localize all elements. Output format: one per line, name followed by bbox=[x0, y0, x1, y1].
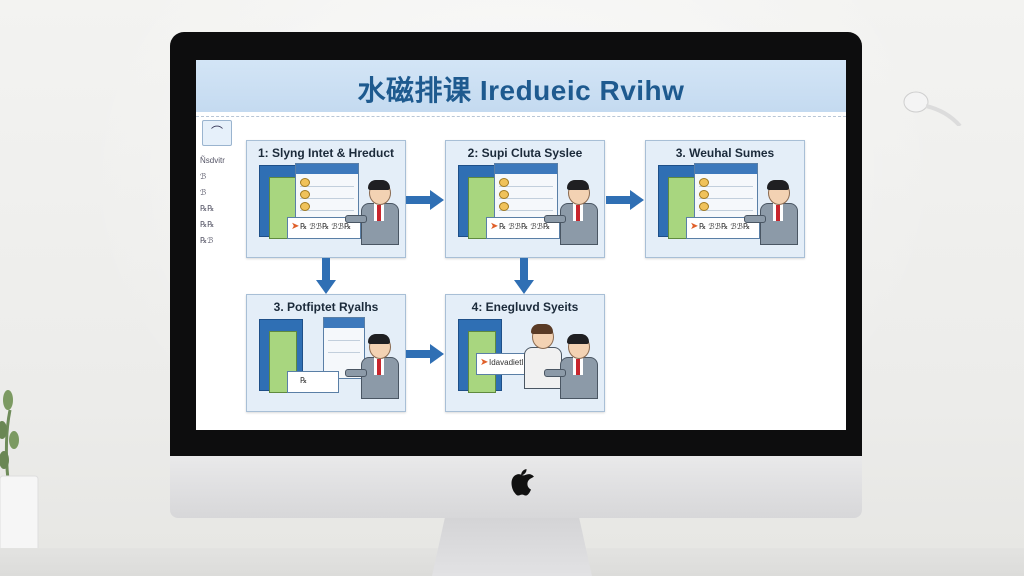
list-item bbox=[300, 202, 354, 211]
page-title: 水磁排课 Iredueic Rvihw bbox=[357, 75, 685, 106]
cursor-icon: ➤ bbox=[490, 221, 499, 232]
presenter-avatar bbox=[345, 334, 399, 409]
profile-card-icon: ⌒ bbox=[210, 125, 223, 139]
coin-icon bbox=[300, 190, 310, 199]
window-main bbox=[323, 317, 365, 379]
coin-icon bbox=[499, 202, 509, 211]
plant-pot bbox=[0, 390, 39, 576]
presenter-avatar bbox=[544, 334, 598, 409]
apple-logo-icon bbox=[511, 469, 534, 496]
list-item bbox=[499, 190, 553, 199]
arrow-right-icon bbox=[606, 190, 644, 210]
coin-icon bbox=[699, 190, 709, 199]
list-item bbox=[699, 190, 753, 199]
action-bar[interactable]: ➤ ℞ ℬℬ℞ ℬℬ℞ bbox=[486, 217, 560, 239]
app-screen: 水磁排课 Iredueic Rvihw ⌒ Ñsdvitr ℬ ℬ ℞℞ ℞℞ … bbox=[196, 60, 846, 430]
title-banner: 水磁排课 Iredueic Rvihw bbox=[196, 60, 846, 112]
action-bar[interactable]: ➤ ℞ ℬℬ℞ ℬℬ℞ bbox=[686, 217, 760, 239]
action-bar[interactable]: ➤ ℞ ℬℬ℞ ℬℬ℞ bbox=[287, 217, 361, 239]
window-main bbox=[694, 163, 758, 225]
action-label: ℞ ℬℬ℞ ℬℬ℞ bbox=[300, 222, 352, 231]
sidebar: ⌒ Ñsdvitr ℬ ℬ ℞℞ ℞℞ ℞ℬ bbox=[200, 120, 232, 245]
window-header bbox=[324, 318, 364, 328]
list-item bbox=[699, 178, 753, 187]
action-label: Idavadietl bbox=[489, 358, 524, 367]
divider bbox=[196, 116, 846, 119]
sidebar-item-profile[interactable]: ⌒ bbox=[202, 120, 232, 146]
assistant-avatar bbox=[522, 324, 562, 399]
sidebar-item[interactable]: ℞℞ bbox=[200, 220, 215, 229]
coin-icon bbox=[300, 202, 310, 211]
list-item bbox=[499, 178, 553, 187]
action-label: ℞ bbox=[300, 376, 308, 385]
sidebar-item[interactable]: ℞ℬ bbox=[200, 236, 214, 245]
panel-title: 3. Potfiptet Ryalhs bbox=[273, 300, 379, 314]
action-bar[interactable]: ℞ bbox=[287, 371, 339, 393]
list-item bbox=[328, 344, 360, 353]
list-item bbox=[328, 332, 360, 341]
cursor-icon: ➤ bbox=[291, 221, 300, 232]
window-main bbox=[295, 163, 359, 225]
window-header bbox=[695, 164, 757, 174]
window-header bbox=[495, 164, 557, 174]
sidebar-item[interactable]: ℬ bbox=[200, 172, 207, 181]
presenter-avatar bbox=[544, 180, 598, 255]
panel-title: 4: Enegluvd Syeits bbox=[471, 300, 579, 314]
cursor-icon: ➤ bbox=[690, 221, 699, 232]
step-panel-3[interactable]: 3. Weuhal Sumes ➤ ℞ ℬℬ℞ ℬℬ℞ bbox=[645, 140, 805, 258]
list-item bbox=[499, 202, 553, 211]
coin-icon bbox=[699, 178, 709, 187]
cursor-icon: ➤ bbox=[480, 357, 489, 368]
sidebar-item[interactable]: ℬ bbox=[200, 188, 207, 197]
arrow-right-icon bbox=[406, 190, 444, 210]
panel-title: 3. Weuhal Sumes bbox=[675, 146, 775, 160]
desk-lamp bbox=[903, 91, 962, 126]
step-panel-4[interactable]: 3. Potfiptet Ryalhs ℞ bbox=[246, 294, 406, 412]
window-main bbox=[494, 163, 558, 225]
step-panel-1[interactable]: 1: Slyng Intet & Hreduct ➤ ℞ ℬℬ℞ ℬℬ℞ bbox=[246, 140, 406, 258]
coin-icon bbox=[499, 178, 509, 187]
list-item bbox=[300, 178, 354, 187]
presenter-avatar bbox=[345, 180, 399, 255]
panel-title: 1: Slyng Intet & Hreduct bbox=[257, 146, 394, 160]
coin-icon bbox=[699, 202, 709, 211]
sidebar-item[interactable]: ℞℞ bbox=[200, 204, 215, 213]
arrow-down-icon bbox=[316, 258, 336, 294]
step-panel-5[interactable]: 4: Enegluvd Syeits ➤ Idavadietl bbox=[445, 294, 605, 412]
list-item bbox=[300, 190, 354, 199]
arrow-right-icon bbox=[406, 344, 444, 364]
coin-icon bbox=[300, 178, 310, 187]
presenter-avatar bbox=[744, 180, 798, 255]
monitor-stand bbox=[432, 518, 592, 576]
coin-icon bbox=[499, 190, 509, 199]
window-header bbox=[296, 164, 358, 174]
panel-title: 2: Supi Cluta Syslee bbox=[467, 146, 583, 160]
sidebar-item-label[interactable]: Ñsdvitr bbox=[200, 156, 225, 165]
arrow-down-icon bbox=[514, 258, 534, 294]
action-label: ℞ ℬℬ℞ ℬℬ℞ bbox=[499, 222, 551, 231]
list-item bbox=[699, 202, 753, 211]
step-panel-2[interactable]: 2: Supi Cluta Syslee ➤ ℞ ℬℬ℞ ℬℬ℞ bbox=[445, 140, 605, 258]
action-label: ℞ ℬℬ℞ ℬℬ℞ bbox=[699, 222, 751, 231]
